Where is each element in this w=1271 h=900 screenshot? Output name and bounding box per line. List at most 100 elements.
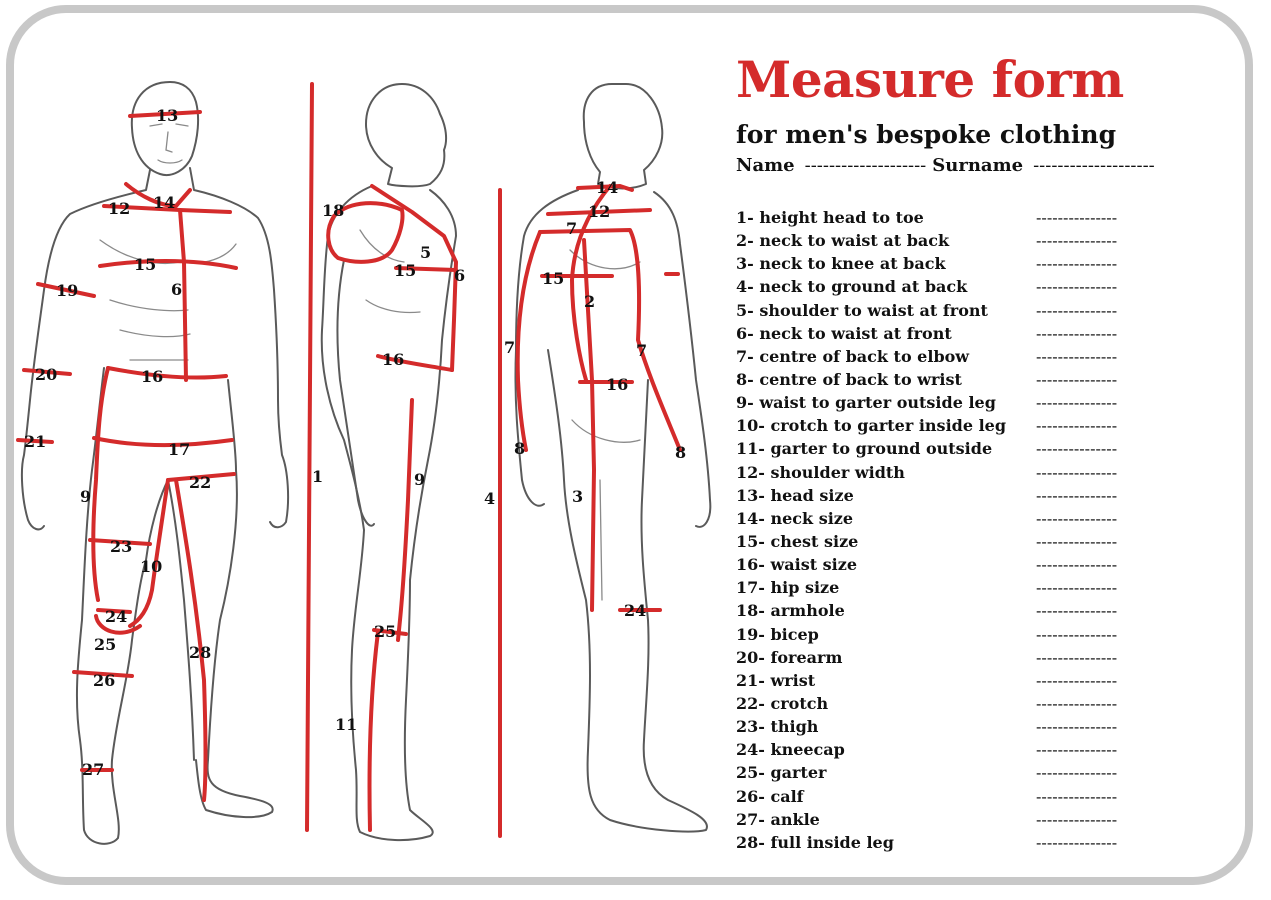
measurement-label: 7- centre of back to elbow (736, 346, 970, 366)
surname-field[interactable]: -------------------- (1033, 155, 1155, 176)
measurement-label: 4- neck to ground at back (736, 277, 968, 297)
front-label: 16 (141, 367, 163, 386)
front-label: 14 (153, 193, 175, 212)
front-label: 23 (110, 537, 132, 556)
measurement-item: 9- waist to garter outside leg ----------… (736, 391, 1156, 414)
measurement-value-field[interactable]: --------------- (1036, 323, 1118, 343)
back-label: 3 (572, 487, 583, 506)
measurement-item: 16- waist size--------------- (736, 553, 1156, 576)
measurement-label: 18- armhole (736, 601, 845, 621)
measurement-value-field[interactable]: --------------- (1036, 786, 1118, 806)
back-label: 8 (675, 443, 686, 462)
measurement-value-field[interactable]: --------------- (1036, 462, 1118, 482)
measurement-item: 14- neck size --------------- (736, 507, 1156, 530)
form-subtitle: for men's bespoke clothing (736, 120, 1117, 149)
front-label: 13 (156, 106, 178, 125)
measurement-label: 21- wrist (736, 670, 816, 690)
measurement-item: 15- chest size --------------- (736, 530, 1156, 553)
measurement-value-field[interactable]: --------------- (1036, 624, 1118, 644)
measurement-value-field[interactable]: --------------- (1036, 670, 1118, 690)
measurement-label: 27- ankle (736, 809, 820, 829)
back-figure: 4 14 12 7 15 2 7 7 16 8 8 3 24 (484, 83, 712, 838)
measurement-label: 26- calf (736, 786, 804, 806)
measurement-label: 20- forearm (736, 647, 843, 667)
back-label: 7 (504, 338, 515, 357)
measurement-label: 8- centre of back to wrist (736, 369, 962, 389)
measurement-value-field[interactable]: --------------- (1036, 693, 1118, 713)
back-label: 24 (624, 601, 646, 620)
measurement-item: 2- neck to waist at back --------------- (736, 229, 1156, 252)
measurement-item: 12- shoulder width --------------- (736, 461, 1156, 484)
measurement-item: 28- full inside leg --------------- (736, 831, 1156, 854)
measurement-value-field[interactable]: --------------- (1036, 763, 1118, 783)
measurement-value-field[interactable]: --------------- (1036, 439, 1118, 459)
measurement-label: 17- hip size (736, 578, 840, 598)
side-label: 1 (312, 467, 323, 486)
side-label: 6 (454, 266, 465, 285)
measurement-value-field[interactable]: --------------- (1036, 531, 1118, 551)
front-label: 22 (189, 473, 211, 492)
measurement-label: 14- neck size (736, 508, 854, 528)
front-label: 21 (24, 432, 46, 451)
front-label: 17 (168, 440, 190, 459)
measurement-label: 23- thigh (736, 717, 819, 737)
side-label: 5 (420, 243, 431, 262)
measurement-value-field[interactable]: --------------- (1036, 231, 1118, 251)
measurement-value-field[interactable]: --------------- (1036, 277, 1118, 297)
measurement-value-field[interactable]: --------------- (1036, 254, 1118, 274)
measurement-label: 22- crotch (736, 693, 829, 713)
name-field[interactable]: -------------------- (804, 155, 927, 176)
measurement-value-field[interactable]: --------------- (1036, 346, 1118, 366)
side-figure: 1 18 5 15 6 16 9 25 11 (305, 82, 465, 842)
measurement-value-field[interactable]: --------------- (1036, 809, 1118, 829)
measurement-item: 23- thigh --------------- (736, 715, 1156, 738)
measurement-item: 5- shoulder to waist at front -----------… (736, 299, 1156, 322)
measurement-value-field[interactable]: --------------- (1036, 555, 1118, 575)
back-label: 4 (484, 489, 495, 508)
measurement-label: 9- waist to garter outside leg (736, 393, 996, 413)
measurement-value-field[interactable]: --------------- (1036, 601, 1118, 621)
measurement-label: 10- crotch to garter inside leg (736, 416, 1007, 436)
measurement-item: 19- bicep--------------- (736, 623, 1156, 646)
measurement-value-field[interactable]: --------------- (1036, 740, 1118, 760)
surname-label: Surname (932, 155, 1024, 176)
back-label: 15 (542, 269, 564, 288)
back-label: 16 (606, 375, 628, 394)
side-label: 15 (394, 261, 416, 280)
measurement-value-field[interactable]: --------------- (1036, 416, 1118, 436)
measurement-value-field[interactable]: --------------- (1036, 717, 1118, 737)
measurement-label: 15- chest size (736, 531, 859, 551)
side-label: 9 (414, 470, 425, 489)
measurement-value-field[interactable]: --------------- (1036, 485, 1118, 505)
measurement-value-field[interactable]: --------------- (1036, 647, 1118, 667)
front-label: 10 (140, 557, 162, 576)
measurement-value-field[interactable]: --------------- (1036, 300, 1118, 320)
measurement-value-field[interactable]: --------------- (1036, 832, 1118, 852)
measurement-value-field[interactable]: --------------- (1036, 369, 1118, 389)
measurement-item: 1- height head to toe--------------- (736, 206, 1156, 229)
measurement-value-field[interactable]: --------------- (1036, 508, 1118, 528)
measurement-item: 22- crotch --------------- (736, 692, 1156, 715)
measurement-label: 25- garter (736, 763, 827, 783)
measurement-label: 28- full inside leg (736, 832, 894, 852)
back-label: 12 (588, 202, 610, 221)
measurement-value-field[interactable]: --------------- (1036, 393, 1118, 413)
back-label: 7 (566, 219, 577, 238)
measurement-item: 13- head size--------------- (736, 484, 1156, 507)
front-label: 9 (80, 487, 91, 506)
measurement-item: 17- hip size --------------- (736, 576, 1156, 599)
measurement-value-field[interactable]: --------------- (1036, 578, 1118, 598)
measurement-item: 26- calf --------------- (736, 785, 1156, 808)
measurement-item: 21- wrist --------------- (736, 669, 1156, 692)
measurement-item: 10- crotch to garter inside leg ---------… (736, 414, 1156, 437)
measurement-label: 2- neck to waist at back (736, 231, 950, 251)
measurement-label: 12- shoulder width (736, 462, 905, 482)
front-label: 25 (94, 635, 116, 654)
front-label: 6 (171, 280, 182, 299)
measurement-label: 5- shoulder to waist at front (736, 300, 988, 320)
measurement-label: 11- garter to ground outside (736, 439, 993, 459)
form-title: Measure form (736, 50, 1124, 109)
measurement-value-field[interactable]: --------------- (1036, 208, 1118, 227)
measurement-item: 20- forearm --------------- (736, 646, 1156, 669)
